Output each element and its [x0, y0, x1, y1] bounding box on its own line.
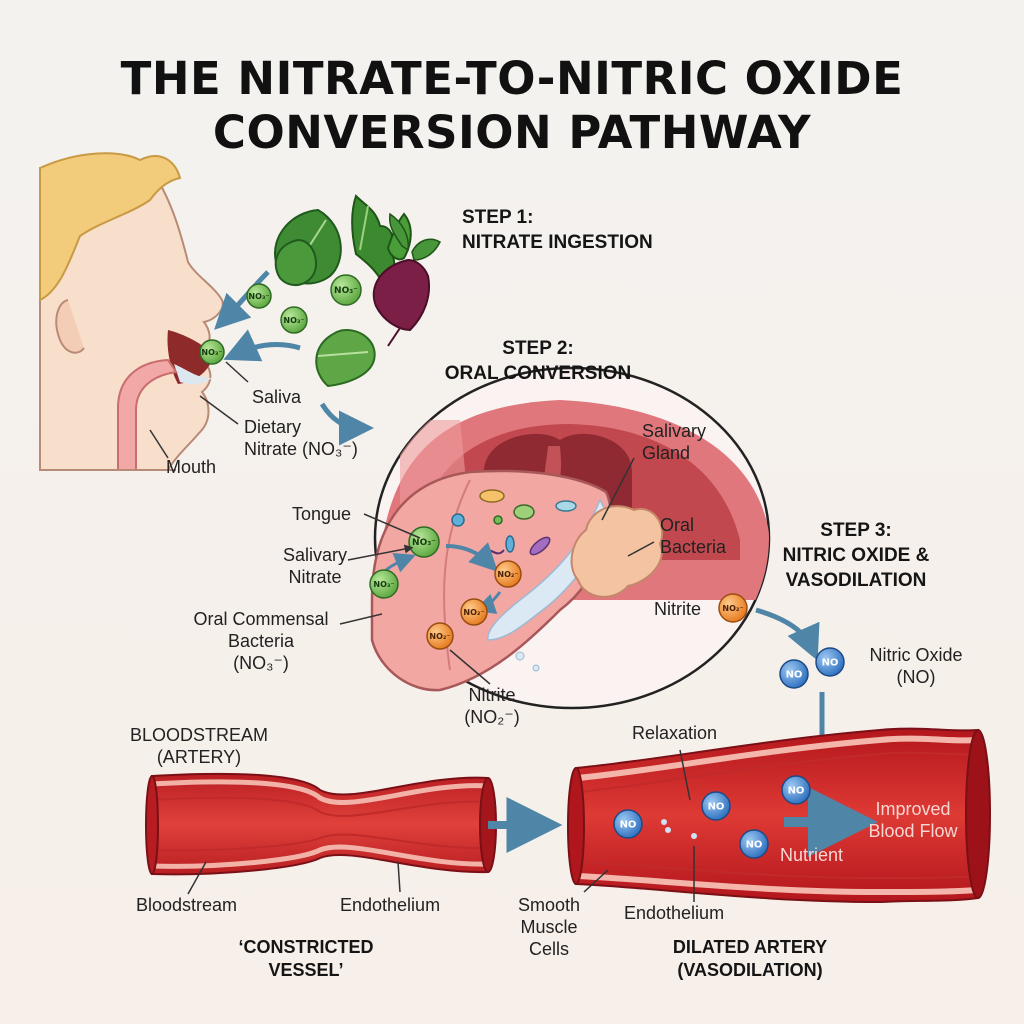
nitrate-molecules-step1: NO₃⁻ NO₃⁻ NO₃⁻ NO₃⁻ — [199, 274, 362, 365]
molecules-step3: NO₂⁻ NO NO — [718, 593, 845, 689]
label-salivary-nitrate: Salivary Nitrate — [282, 545, 348, 587]
nitric-oxide-molecule: NO — [701, 791, 731, 821]
label-improved-blood-flow: Improved Blood Flow — [868, 799, 958, 841]
label-dietary-nitrate: Dietary Nitrate (NO₃⁻) — [244, 417, 358, 459]
nitric-oxide-molecule-circle — [701, 791, 731, 821]
nitrate-molecule-circle — [408, 526, 440, 558]
nitrate-molecule-circle — [246, 283, 272, 309]
label-endothelium-left: Endothelium — [340, 895, 441, 915]
human-head-icon — [39, 152, 224, 471]
nitrate-molecule-label: NO₃⁻ — [283, 316, 304, 325]
nitric-oxide-molecule-label: NO — [786, 670, 803, 681]
nitric-oxide-molecule-label: NO — [746, 840, 763, 851]
nitrate-molecule: NO₃⁻ — [280, 306, 308, 334]
label-relaxation: Relaxation — [632, 723, 718, 743]
beet-icon — [372, 212, 441, 347]
spinach-leaf-bottom-icon — [315, 328, 376, 388]
oral-cavity-illustration: NO₃⁻ NO₃⁻ NO₂⁻ NO₂⁻ NO₂⁻ — [369, 366, 771, 710]
bacteria-icon — [451, 489, 577, 556]
step3-heading: STEP 3: NITRIC OXIDE & VASODILATION — [782, 520, 930, 591]
label-salivary-gland: Salivary Gland — [642, 421, 707, 463]
nitric-oxide-molecule: NO — [613, 809, 643, 839]
nitrate-molecule-circle — [280, 306, 308, 334]
caption-constricted-vessel: ‘CONSTRICTED VESSEL’ — [238, 937, 374, 980]
label-oral-commensal-bacteria: Oral Commensal Bacteria (NO₃⁻) — [193, 609, 329, 673]
no-molecules-artery: NO NO NO NO — [613, 775, 811, 859]
nitric-oxide-molecule-label: NO — [708, 802, 725, 813]
label-nutrient: Nutrient — [780, 845, 844, 865]
label-saliva: Saliva — [252, 387, 302, 407]
nitrate-molecule: NO₃⁻ — [330, 274, 362, 306]
label-oral-bacteria: Oral Bacteria — [660, 515, 727, 557]
nitrite-molecule-label: NO₂⁻ — [722, 604, 743, 613]
nitrite-molecule-circle — [426, 622, 454, 650]
dilated-artery-icon — [567, 727, 991, 904]
nitrite-molecule-circle — [460, 598, 488, 626]
step1-heading: STEP 1: NITRATE INGESTION — [462, 207, 653, 253]
nitrate-molecule-circle — [369, 569, 399, 599]
nitrate-molecule-label: NO₃⁻ — [373, 580, 394, 589]
nitrate-molecule-label: NO₃⁻ — [248, 292, 269, 301]
nitrate-molecule: NO₃⁻ — [246, 283, 272, 309]
constricted-vessel-icon — [145, 772, 497, 876]
nitrite-molecule-label: NO₂⁻ — [463, 608, 484, 617]
nitrate-molecule-label: NO₃⁻ — [412, 538, 436, 548]
nitrate-molecule: NO₃⁻ — [369, 569, 399, 599]
nitric-oxide-molecule-label: NO — [822, 658, 839, 669]
nitric-oxide-molecule-circle — [781, 775, 811, 805]
flow-arrow-icon — [223, 329, 301, 362]
spinach-leaf-icon — [274, 208, 342, 286]
nitric-oxide-molecule-label: NO — [788, 786, 805, 797]
nitrate-molecule-label: NO₃⁻ — [334, 286, 358, 296]
nitrate-molecule-label: NO₃⁻ — [201, 348, 222, 357]
step2-heading: STEP 2: ORAL CONVERSION — [444, 338, 632, 384]
flow-arrow-icon — [214, 270, 270, 330]
nitric-oxide-molecule-circle — [739, 829, 769, 859]
label-mouth: Mouth — [166, 457, 217, 477]
nitrite-molecule-label: NO₂⁻ — [429, 632, 450, 641]
salivary-gland-icon — [570, 505, 664, 598]
flow-arrow-icon — [755, 607, 820, 661]
nitric-oxide-molecule: NO — [739, 829, 769, 859]
label-nitrite-step3: Nitrite — [654, 599, 702, 619]
nitrate-molecule: NO₃⁻ — [408, 526, 440, 558]
nitric-oxide-molecule-circle — [613, 809, 643, 839]
caption-dilated-artery: DILATED ARTERY (VASODILATION) — [672, 937, 828, 980]
nitrite-molecule-label: NO₂⁻ — [497, 570, 518, 579]
nitric-oxide-molecule-circle — [815, 647, 845, 677]
nitric-oxide-molecule-circle — [779, 659, 809, 689]
nitrite-molecule: NO₂⁻ — [718, 593, 748, 623]
flow-arrow-icon — [319, 402, 374, 446]
nitrite-molecule: NO₂⁻ — [460, 598, 488, 626]
nitrate-molecule-circle — [199, 339, 225, 365]
label-endothelium-right: Endothelium — [624, 903, 725, 923]
label-nitric-oxide: Nitric Oxide (NO) — [869, 645, 963, 687]
label-bloodstream: Bloodstream — [136, 895, 238, 915]
nitric-oxide-molecule: NO — [815, 647, 845, 677]
nitrate-molecule-circle — [330, 274, 362, 306]
label-nitrite-oral: Nitrite (NO₂⁻) — [464, 685, 520, 727]
label-smooth-muscle-cells: Smooth Muscle Cells — [517, 895, 581, 959]
nitrite-molecule-circle — [494, 560, 522, 588]
page-title: THE NITRATE-TO-NITRIC OXIDE CONVERSION P… — [120, 52, 904, 159]
molecules-step2: NO₃⁻ NO₃⁻ NO₂⁻ NO₂⁻ NO₂⁻ — [369, 526, 522, 650]
label-bloodstream-artery: BLOODSTREAM (ARTERY) — [129, 725, 269, 767]
flow-arrow-icon — [445, 542, 498, 572]
nitric-oxide-molecule: NO — [779, 659, 809, 689]
label-tongue: Tongue — [292, 504, 352, 524]
nitric-oxide-molecule: NO — [781, 775, 811, 805]
nitric-oxide-molecule-label: NO — [620, 820, 637, 831]
nitrite-molecule-circle — [718, 593, 748, 623]
nitrite-molecule: NO₂⁻ — [494, 560, 522, 588]
nitrite-molecule: NO₂⁻ — [426, 622, 454, 650]
nitrate-molecule: NO₃⁻ — [199, 339, 225, 365]
